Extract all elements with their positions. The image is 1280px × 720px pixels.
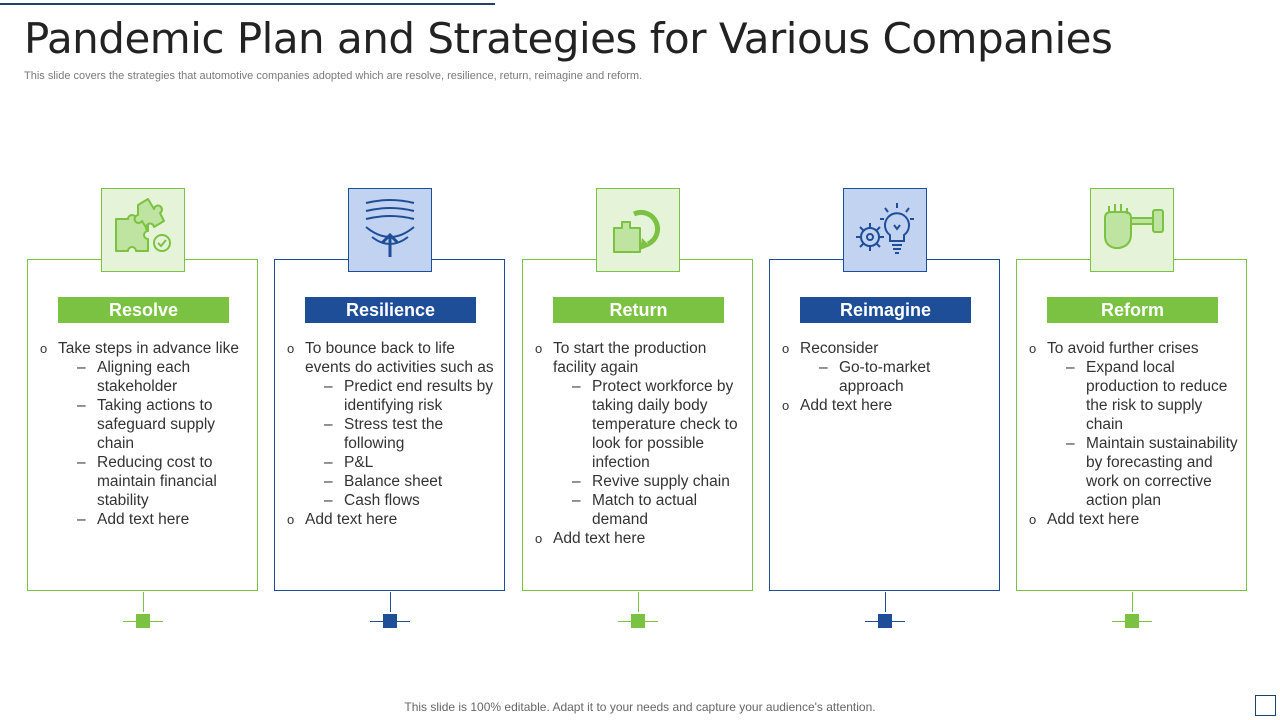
sub-bullet-item: Aligning each stakeholder: [38, 358, 249, 396]
timeline-marker: [878, 614, 892, 628]
sub-bullet-item: Stress test the following: [285, 415, 496, 453]
top-accent-line: [0, 3, 495, 5]
card-resilience: Resilience To bounce back to life events …: [274, 259, 505, 591]
bullet-list: To start the production facility againPr…: [533, 339, 744, 548]
puzzle-icon: [108, 193, 178, 268]
card-label: Return: [553, 297, 724, 323]
icon-box-reimagine: [843, 188, 927, 272]
card-content: ReconsiderGo-to-market approachAdd text …: [780, 339, 991, 415]
sub-bullet-item: Taking actions to safeguard supply chain: [38, 396, 249, 453]
bullet-item: To start the production facility again: [533, 339, 744, 377]
card-label: Reimagine: [800, 297, 971, 323]
bullet-item: Reconsider: [780, 339, 991, 358]
page-title: Pandemic Plan and Strategies for Various…: [24, 14, 1113, 63]
bullet-list: To avoid further crisesExpand local prod…: [1027, 339, 1238, 529]
sub-bullet-item: Match to actual demand: [533, 491, 744, 529]
bulb-gear-icon: [850, 195, 920, 266]
card-return: Return To start the production facility a…: [522, 259, 753, 591]
bullet-item: Add text here: [780, 396, 991, 415]
footer-note: This slide is 100% editable. Adapt it to…: [404, 700, 876, 714]
bullet-item: Add text here: [1027, 510, 1238, 529]
card-content: Take steps in advance likeAligning each …: [38, 339, 249, 529]
sub-bullet-item: Reducing cost to maintain financial stab…: [38, 453, 249, 510]
card-resolve: ResolveTake steps in advance likeAlignin…: [27, 259, 258, 591]
sub-bullet-item: Go-to-market approach: [780, 358, 991, 396]
fist-hammer-icon: [1095, 198, 1169, 263]
timeline-marker: [383, 614, 397, 628]
card-content: To bounce back to life events do activit…: [285, 339, 496, 529]
bullet-item: To avoid further crises: [1027, 339, 1238, 358]
bullet-item: Take steps in advance like: [38, 339, 249, 358]
connector-line: [638, 592, 639, 612]
timeline-marker: [136, 614, 150, 628]
card-content: To avoid further crisesExpand local prod…: [1027, 339, 1238, 529]
bullet-item: Add text here: [285, 510, 496, 529]
card-label: Resilience: [305, 297, 476, 323]
sub-bullet-item: Balance sheet: [285, 472, 496, 491]
connector-line: [885, 592, 886, 612]
bullet-item: Add text here: [533, 529, 744, 548]
bounce-up-icon: [360, 195, 420, 266]
card-reform: Reform To avoid further crisesExpand loca…: [1016, 259, 1247, 591]
bullet-list: To bounce back to life events do activit…: [285, 339, 496, 529]
card-reimagine: ReimagineReconsiderGo-to-market approach…: [769, 259, 1000, 591]
sub-bullet-item: Maintain sustainability by forecasting a…: [1027, 434, 1238, 510]
connector-line: [143, 592, 144, 612]
card-content: To start the production facility againPr…: [533, 339, 744, 548]
corner-square: [1255, 695, 1276, 716]
sub-bullet-item: Cash flows: [285, 491, 496, 510]
page-subtitle: This slide covers the strategies that au…: [24, 70, 643, 82]
return-cycle-icon: [604, 194, 672, 267]
timeline-marker: [631, 614, 645, 628]
sub-bullet-item: P&L: [285, 453, 496, 472]
bullet-list: Take steps in advance likeAligning each …: [38, 339, 249, 529]
icon-box-return: [596, 188, 680, 272]
icon-box-resolve: [101, 188, 185, 272]
sub-bullet-item: Protect workforce by taking daily body t…: [533, 377, 744, 472]
icon-box-resilience: [348, 188, 432, 272]
bullet-list: ReconsiderGo-to-market approachAdd text …: [780, 339, 991, 415]
sub-bullet-item: Revive supply chain: [533, 472, 744, 491]
icon-box-reform: [1090, 188, 1174, 272]
card-label: Reform: [1047, 297, 1218, 323]
connector-line: [1132, 592, 1133, 612]
connector-line: [390, 592, 391, 612]
card-label: Resolve: [58, 297, 229, 323]
sub-bullet-item: Add text here: [38, 510, 249, 529]
sub-bullet-item: Expand local production to reduce the ri…: [1027, 358, 1238, 434]
sub-bullet-item: Predict end results by identifying risk: [285, 377, 496, 415]
bullet-item: To bounce back to life events do activit…: [285, 339, 496, 377]
timeline-marker: [1125, 614, 1139, 628]
